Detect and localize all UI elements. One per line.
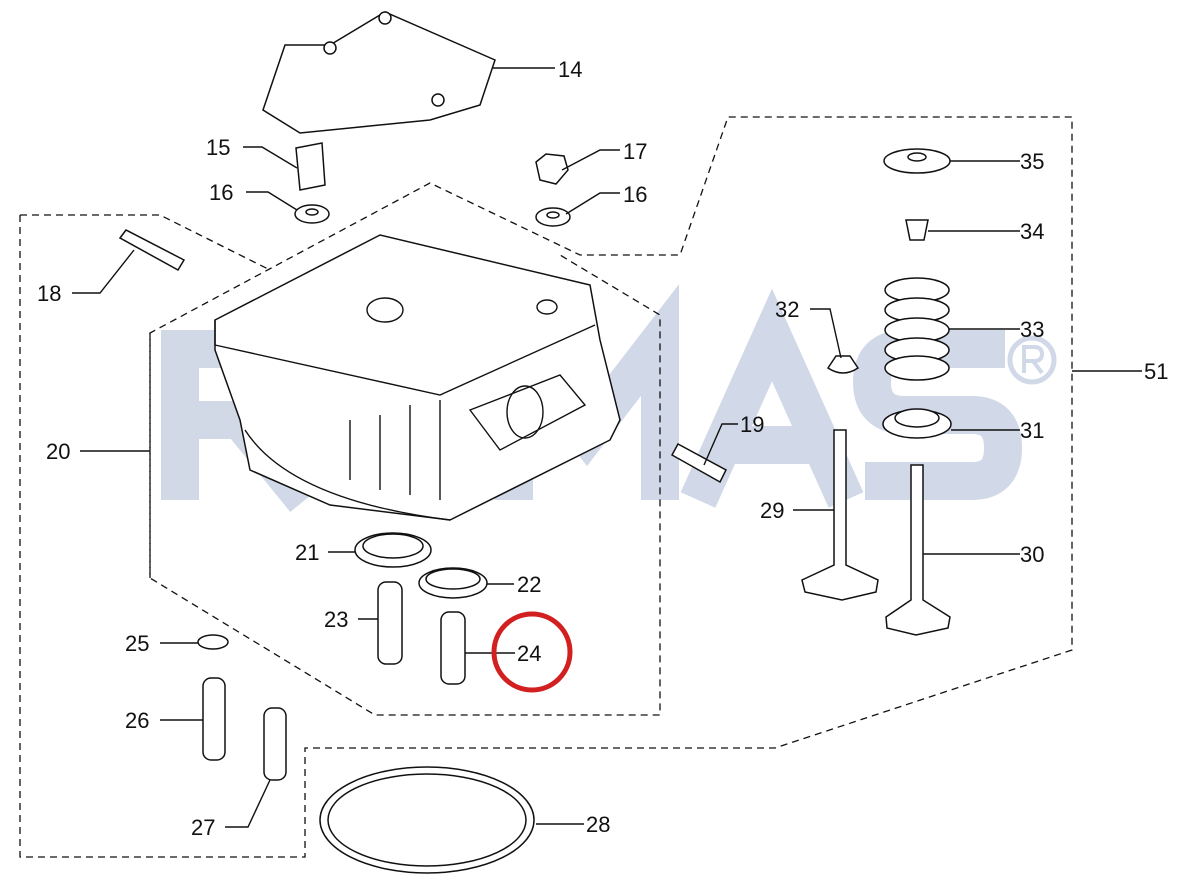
callout-33[interactable]: 33 [1020,317,1044,342]
part-27-valve-stem-seal [263,707,287,781]
callout-24[interactable]: 24 [517,641,541,666]
part-29-intake-valve [801,429,879,601]
callout-22[interactable]: 22 [517,572,541,597]
callout-18[interactable]: 18 [37,281,61,306]
watermark-letter-a [680,288,864,508]
callout-16[interactable]: 16 [623,182,647,207]
part-32-collet [826,355,860,374]
callout-16[interactable]: 16 [209,180,233,205]
callout-15[interactable]: 15 [206,135,230,160]
part-15-nut [295,142,326,191]
callout-30[interactable]: 30 [1020,542,1044,567]
callout-17[interactable]: 17 [623,139,647,164]
callout-28[interactable]: 28 [586,812,610,837]
registered-mark-icon [1007,335,1057,385]
part-23-valve-guide [377,581,403,665]
callout-26[interactable]: 26 [125,708,149,733]
callout-32[interactable]: 32 [775,297,799,322]
callout-21[interactable]: 21 [295,540,319,565]
part-19-stud [670,442,727,484]
part-14-gasket [262,11,496,134]
group-outline-20 [19,116,1073,858]
callout-14[interactable]: 14 [558,57,582,82]
highlight-circle-part-24 [491,611,573,693]
callout-labels: 14 15 16 17 16 18 19 20 21 22 23 24 25 2… [37,57,1168,840]
callout-31[interactable]: 31 [1020,418,1044,443]
callout-29[interactable]: 29 [760,498,784,523]
callout-35[interactable]: 35 [1020,149,1044,174]
part-25-seal [197,634,229,650]
part-24-valve-guide [440,611,466,685]
part-33-valve-spring [884,277,950,381]
callout-51[interactable]: 51 [1144,359,1168,384]
callout-27[interactable]: 27 [191,815,215,840]
part-20-cylinder-head [214,234,621,521]
callout-19[interactable]: 19 [740,412,764,437]
part-26-valve-stem-seal [202,677,226,761]
part-34-valve-collet [905,219,929,241]
callout-23[interactable]: 23 [324,607,348,632]
part-30-exhaust-valve [885,464,951,636]
callout-20[interactable]: 20 [46,439,70,464]
leader-lines [72,67,1142,828]
callout-25[interactable]: 25 [125,631,149,656]
part-17-nut [535,153,569,185]
part-18-stud [118,229,186,272]
callout-34[interactable]: 34 [1020,219,1044,244]
